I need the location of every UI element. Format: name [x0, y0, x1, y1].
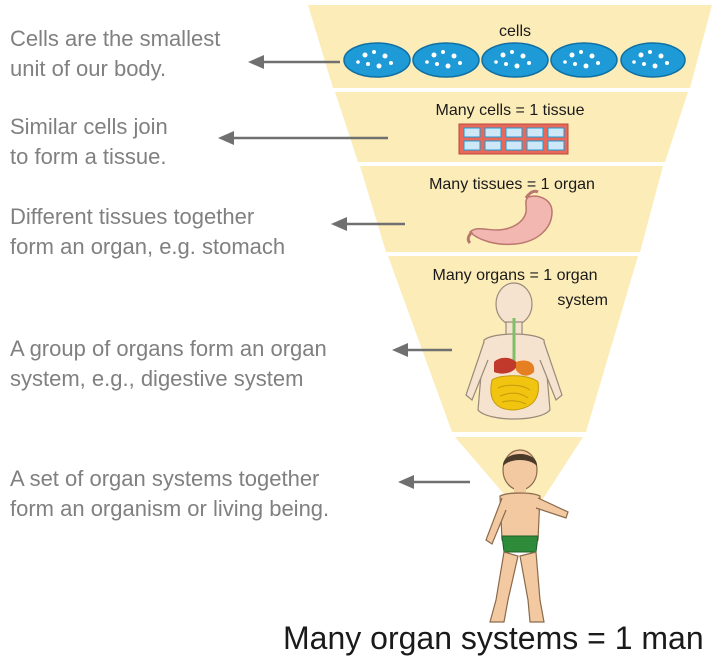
- tier-label-cells: cells: [499, 23, 531, 40]
- cell-icon: [482, 43, 548, 77]
- cell-icon: [413, 43, 479, 77]
- cells-illustration: [344, 43, 685, 77]
- arrow-left-icon: [398, 475, 470, 489]
- tissue-illustration: [459, 124, 568, 154]
- tier-label-tissue: Many cells = 1 tissue: [436, 102, 585, 119]
- cell-icon: [344, 43, 410, 77]
- cell-icon: [621, 43, 685, 77]
- tier-label-organ: Many tissues = 1 organ: [429, 176, 595, 193]
- bottom-caption: Many organ systems = 1 man: [283, 620, 704, 657]
- description-organism: A set of organ systems together form an …: [10, 464, 329, 524]
- tier-label-organ-system-1: Many organs = 1 organ: [433, 267, 598, 284]
- tier-label-organ-system-2: system: [557, 292, 608, 309]
- description-organ: Different tissues together form an organ…: [10, 202, 285, 262]
- description-cells: Cells are the smallest unit of our body.: [10, 24, 220, 84]
- description-tissue: Similar cells join to form a tissue.: [10, 112, 168, 172]
- description-organ-system: A group of organs form an organ system, …: [10, 334, 327, 394]
- cell-icon: [551, 43, 617, 77]
